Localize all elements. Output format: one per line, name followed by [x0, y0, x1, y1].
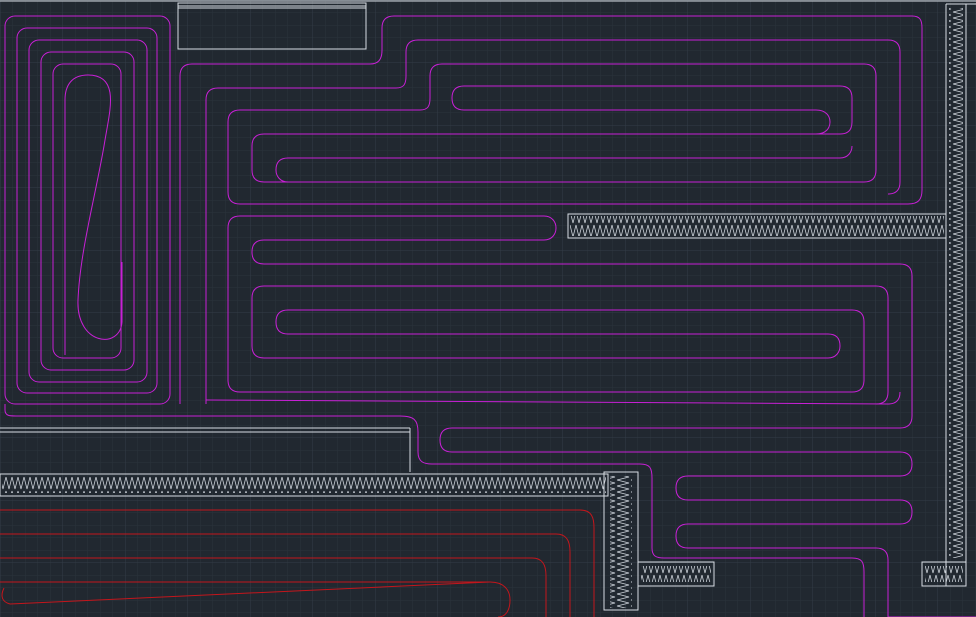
heating-loop-left-coil[interactable]	[4, 15, 865, 617]
heating-loop-upper-serpentine[interactable]	[179, 15, 923, 404]
wall-insulation-hatching	[2, 8, 963, 608]
heating-loop-lower-red[interactable]	[0, 509, 595, 617]
heating-loop-middle-serpentine[interactable]	[205, 215, 976, 617]
top-opening-frame	[177, 2, 367, 50]
